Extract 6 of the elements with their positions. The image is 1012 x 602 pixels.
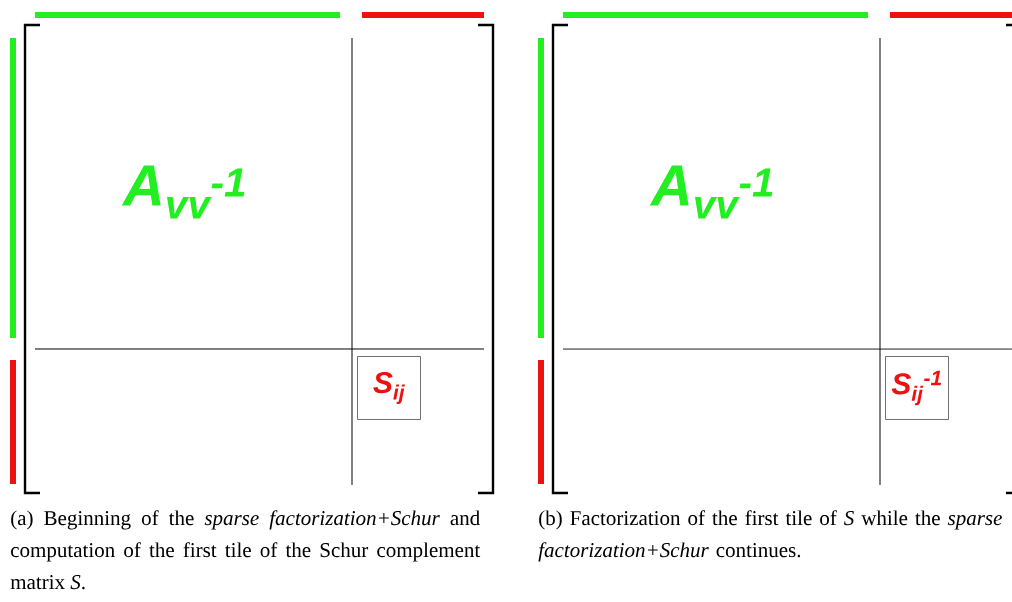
matrix-block-label: A$_{vv}$$^{-1}$ [121,165,245,219]
tile-box: S$_{ij}$-1 [885,356,949,420]
tile-box: S$_{ij}$ [357,356,421,420]
caption: (a) Beginning of the sparse factorization+Schur and computation of the first tile of the Schur complement matrix S. [10,510,481,590]
matrix-block-label: A$_{vv}$$^{-1}$ [649,165,773,219]
caption: (b) Factorization of the first tile of S while the sparse factorization+Schur continues. [538,510,1002,562]
